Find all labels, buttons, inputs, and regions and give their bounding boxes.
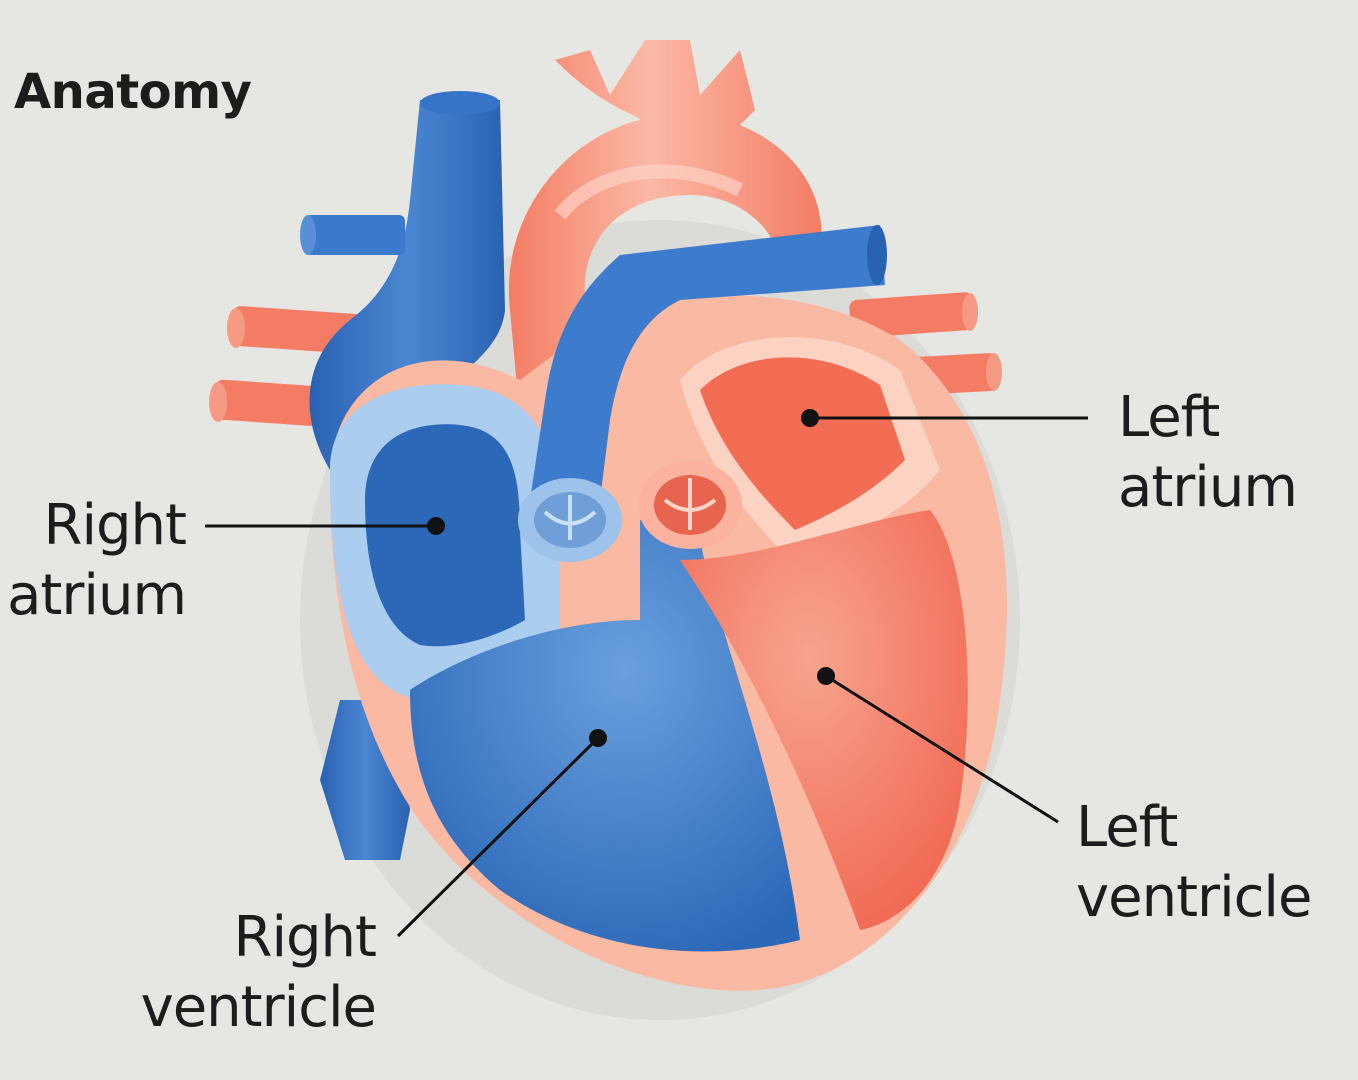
label-right-ventricle-line1: Right [233,905,377,970]
aortic-valve [638,461,742,549]
label-left-ventricle: Left ventricle [1076,795,1312,930]
label-left-ventricle-line2: ventricle [1076,865,1312,930]
right-atrium-dot [427,517,445,535]
label-left-atrium-line1: Left [1118,385,1220,450]
label-left-atrium: Left atrium [1118,385,1298,520]
label-left-atrium-line2: atrium [1118,455,1298,520]
label-right-ventricle: Right ventricle [130,905,377,1040]
label-right-ventricle-line2: ventricle [140,975,377,1040]
left-ventricle-dot [817,667,835,685]
label-right-atrium: Right atrium [6,493,187,628]
label-right-atrium-line2: atrium [7,563,187,628]
right-atrium [330,384,560,700]
label-dots [427,409,835,747]
left-atrium [680,337,940,560]
aorta [508,40,822,420]
page-title: Anatomy [14,64,252,120]
left-ventricle [680,510,968,930]
pulmonary-valve [518,478,622,562]
left-atrium-dot [801,409,819,427]
leader-lines [205,416,1088,938]
label-left-ventricle-line1: Left [1076,795,1178,860]
label-right-atrium-line1: Right [43,493,187,558]
right-ventricle-dot [589,729,607,747]
pulmonary-artery [530,225,887,500]
